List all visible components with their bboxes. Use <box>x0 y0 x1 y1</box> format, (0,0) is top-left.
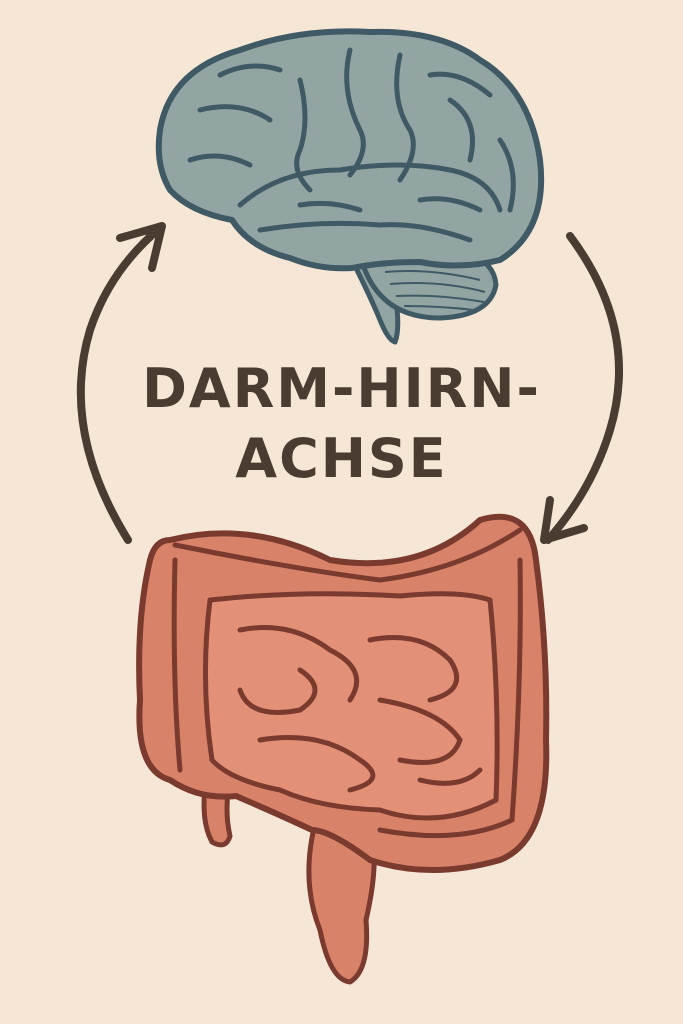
title-line-1: DARM-HIRN- <box>142 357 541 420</box>
arrow-up-left-icon <box>76 222 166 544</box>
brain-illustration <box>155 28 545 345</box>
intestines-illustration <box>136 513 550 985</box>
title-line-2: ACHSE <box>235 427 448 490</box>
arrow-down-right-icon <box>540 232 623 544</box>
